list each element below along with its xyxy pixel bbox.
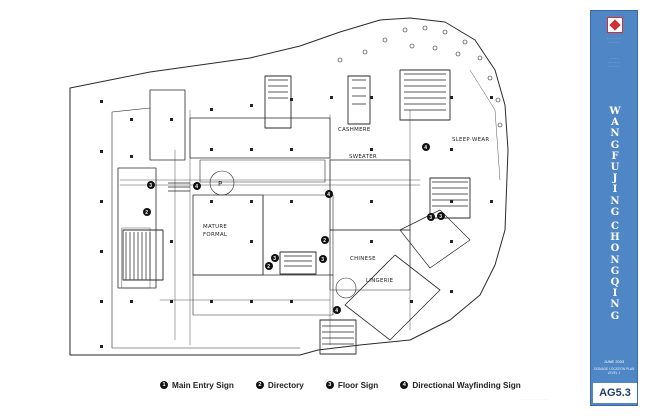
legend-label: Main Entry Sign xyxy=(172,380,234,390)
sign-marker: 3 xyxy=(271,254,279,262)
project-name-letter: N xyxy=(610,254,620,266)
project-name-letter: J xyxy=(612,173,618,185)
label-sweater: SWEATER xyxy=(349,154,377,160)
project-name-letter: G xyxy=(610,139,620,151)
label-cashmere: CASHMERE xyxy=(338,127,371,133)
label-lingerie: LINGERIE xyxy=(366,278,394,284)
date-label: JUNE 2003 xyxy=(603,359,625,364)
legend-item-main-entry-sign: 1 Main Entry Sign xyxy=(160,378,234,392)
legend-item-directional-sign: 4 Directional Wayfinding Sign xyxy=(400,378,521,392)
sign-marker: 4 xyxy=(193,182,201,190)
project-name-letter: G xyxy=(610,206,620,218)
label-sleepwear: SLEEP·WEAR xyxy=(452,137,489,143)
svg-text:3: 3 xyxy=(429,215,432,221)
project-name-letter: C xyxy=(611,221,619,233)
legend-number: 1 xyxy=(160,381,168,389)
sign-marker: 3 xyxy=(427,213,435,221)
project-name-letter: N xyxy=(610,128,620,140)
copyright-note: · · · · · · · · · · · · · · · · xyxy=(520,397,549,401)
svg-text:4: 4 xyxy=(195,184,198,190)
legend-number: 3 xyxy=(325,381,334,389)
sign-marker: 2 xyxy=(143,208,151,216)
facade-columns xyxy=(337,25,503,128)
legend-label: Directory xyxy=(267,380,304,390)
fine-print-block: · · · · ·· · · · · · ·· · · · · · xyxy=(607,57,621,69)
label-mature: MATURE xyxy=(203,224,227,230)
sign-marker: 2 xyxy=(321,236,329,244)
project-name-letter: N xyxy=(610,195,620,207)
project-name-letter: W xyxy=(609,106,621,117)
sign-marker: 3 xyxy=(319,255,327,263)
project-name-letter: U xyxy=(610,162,620,174)
sign-marker: 4 xyxy=(325,190,333,198)
title-block: · · · · · · · ·· · · · · · · · · · ·· · … xyxy=(590,10,638,406)
project-name-letter: A xyxy=(611,117,619,129)
legend-number: 2 xyxy=(255,381,264,389)
sign-marker: 4 xyxy=(333,306,341,314)
svg-text:2: 2 xyxy=(267,264,270,270)
legend-item-directory: 2 Directory xyxy=(255,378,304,392)
sign-marker: 3 xyxy=(437,212,445,220)
svg-text:4: 4 xyxy=(335,308,338,314)
sheet-description: SIGNAGE LOCATION PLAN LEVEL 1 xyxy=(593,367,635,375)
svg-text:3: 3 xyxy=(273,256,276,262)
legend-label: Directional Wayfinding Sign xyxy=(412,380,521,390)
project-name-letter: F xyxy=(611,150,619,162)
building-outline xyxy=(69,17,509,356)
floor-plan: CASHMERE SLEEP·WEAR SWEATER MATURE FORMA… xyxy=(69,17,509,356)
project-name-letter: G xyxy=(610,310,620,322)
sign-markers: 4 3 4 2 3 3 4 2 3 3 2 4 xyxy=(143,143,445,314)
label-p: P xyxy=(218,180,223,188)
fine-print-block: · · · · · · · ·· · · · · · xyxy=(606,37,622,45)
svg-text:3: 3 xyxy=(321,257,324,263)
svg-text:3: 3 xyxy=(439,214,442,220)
project-name-letter: H xyxy=(610,232,620,244)
legend-item-floor-sign: 3 Floor Sign xyxy=(325,378,379,392)
project-name-letter: Q xyxy=(610,277,620,289)
project-name-letter: I xyxy=(612,184,618,196)
svg-text:2: 2 xyxy=(145,210,148,216)
column-grid xyxy=(100,96,493,348)
label-chinese: CHINESE xyxy=(350,256,376,262)
legend-label: Floor Sign xyxy=(337,380,379,390)
svg-text:2: 2 xyxy=(323,238,326,244)
legend: 1 Main Entry Sign 2 Directory 3 Floor Si… xyxy=(160,378,590,392)
legend-number: 4 xyxy=(400,381,409,389)
project-name-letter: I xyxy=(612,288,618,300)
sign-marker: 2 xyxy=(265,262,273,270)
label-formal: FORMAL xyxy=(203,232,227,238)
sheet-number: AG5.3 xyxy=(593,383,637,403)
svg-text:4: 4 xyxy=(424,145,427,151)
project-name-letter: G xyxy=(610,265,620,277)
project-name-letter: O xyxy=(610,243,620,255)
svg-text:3: 3 xyxy=(149,183,152,189)
sign-marker: 4 xyxy=(422,143,430,151)
project-name-letter: N xyxy=(610,299,620,311)
sign-marker: 3 xyxy=(147,181,155,189)
company-logo xyxy=(607,17,623,33)
stair-hatching xyxy=(125,73,468,345)
svg-text:4: 4 xyxy=(327,192,330,198)
